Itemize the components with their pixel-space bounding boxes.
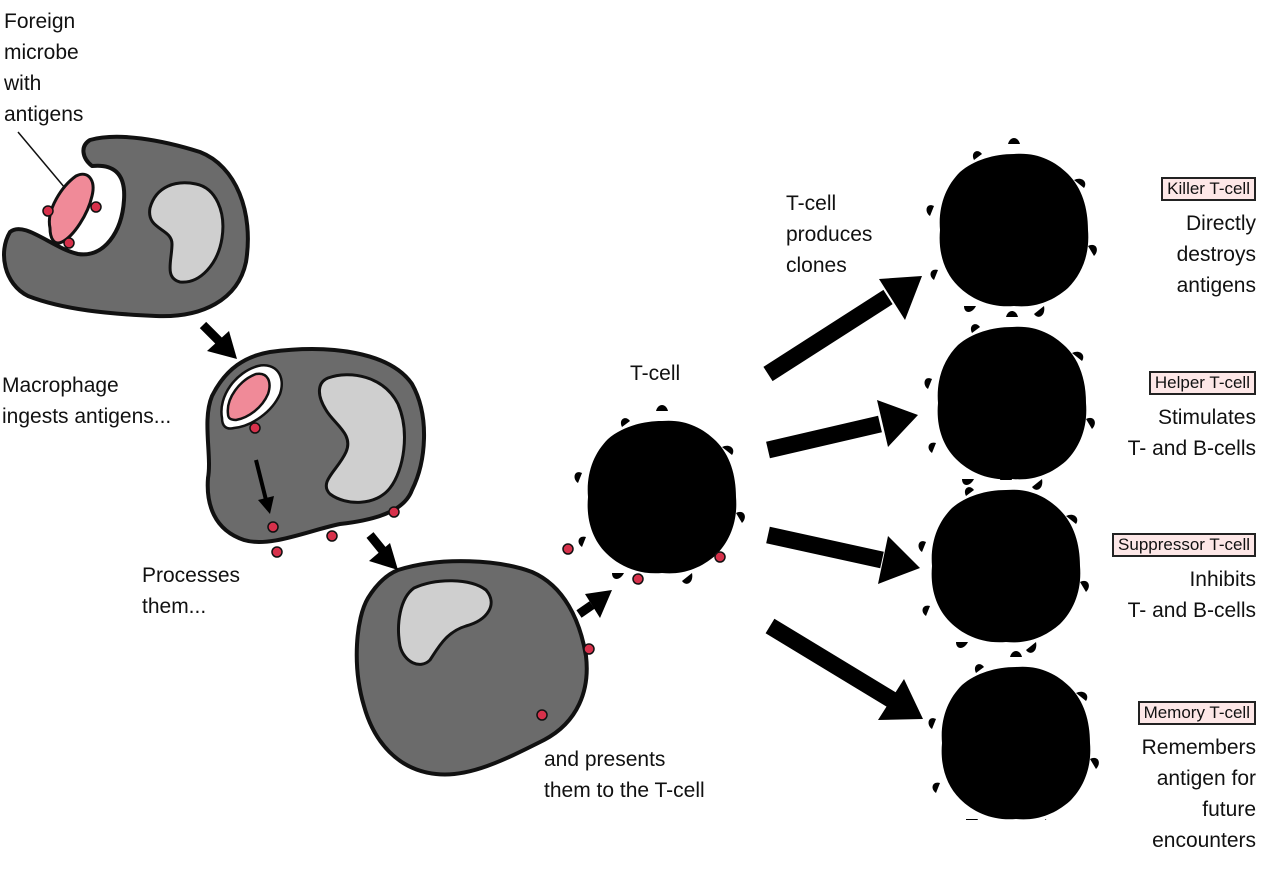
label-processes: Processes them... [142, 564, 241, 618]
memory-t-cell-block: Memory T-cell Remembers antigen for futu… [1056, 670, 1256, 887]
label-presents: and presents them to the T-cell [544, 748, 705, 802]
macrophage-presenting [354, 559, 595, 777]
killer-t-cell-tag: Killer T-cell [1161, 177, 1256, 201]
helper-t-cell-description: Stimulates T- and B-cells [1127, 406, 1256, 460]
label-produces-clones: T-cell produces clones [786, 192, 873, 277]
clone-arrows [763, 276, 923, 720]
killer-t-cell-description: Directly destroys antigens [1176, 212, 1256, 297]
process-arrows [199, 321, 612, 618]
memory-t-cell-description: Remembers antigen for future encounters [1141, 736, 1256, 852]
label-foreign-microbe: Foreign microbe with antigens [4, 10, 84, 126]
killer-t-cell-block: Killer T-cell Directly destroys antigens [1056, 146, 1256, 332]
suppressor-t-cell-tag: Suppressor T-cell [1112, 533, 1256, 557]
helper-t-cell-block: Helper T-cell Stimulates T- and B-cells [1056, 340, 1256, 495]
helper-t-cell-tag: Helper T-cell [1148, 371, 1256, 395]
t-cell-central [562, 405, 745, 585]
suppressor-t-cell-block: Suppressor T-cell Inhibits T- and B-cell… [1056, 502, 1256, 657]
suppressor-t-cell-description: Inhibits T- and B-cells [1127, 568, 1256, 622]
foreign-microbe [47, 172, 95, 245]
immune-response-diagram [2, 131, 1099, 820]
label-macrophage-ingests: Macrophage ingests antigens... [2, 374, 172, 428]
label-t-cell: T-cell [630, 362, 681, 385]
memory-t-cell-tag: Memory T-cell [1137, 701, 1256, 725]
macrophage-processing [205, 347, 427, 558]
macrophage-engulfing [2, 131, 250, 319]
